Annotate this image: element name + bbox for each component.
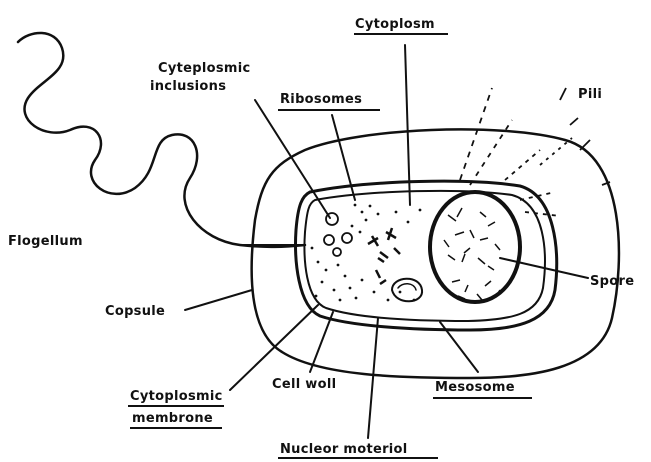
label-cytoplasmic-inclusions-2: inclusions (150, 79, 226, 94)
leader-lines (185, 45, 588, 438)
spore-texture (444, 208, 500, 300)
label-ribosomes: Ribosomes (280, 92, 362, 107)
leader-cell-wall (310, 312, 333, 372)
leader-cytoplasmic-inclusions (255, 100, 330, 218)
nuclear-material (368, 228, 400, 284)
mesosome (392, 279, 422, 302)
leader-capsule (185, 290, 252, 310)
cytoplasmic-inclusions (324, 213, 352, 256)
label-cytoplasmic-membrane-1: Cytoplosmic (130, 389, 223, 404)
label-capsule: Copsule (105, 304, 165, 319)
capsule (252, 129, 619, 378)
label-cytoplasmic-membrane-2: membrone (132, 411, 213, 426)
label-cell-wall: Cell woll (272, 377, 336, 392)
label-cytoplasmic-inclusions-1: Cyteplosmic (158, 61, 251, 76)
ribosomes (311, 204, 422, 302)
label-spore: Spore (590, 274, 634, 289)
label-mesosome: Mesosome (435, 380, 515, 395)
label-cytoplasm: Cytoplosm (355, 17, 435, 32)
leader-nuclear-material (368, 318, 378, 438)
spore (430, 192, 520, 302)
label-pili: Pili (578, 87, 602, 102)
label-nuclear-material: Nucleor moteriol (280, 442, 408, 457)
label-flagellum: Flogellum (8, 234, 83, 249)
